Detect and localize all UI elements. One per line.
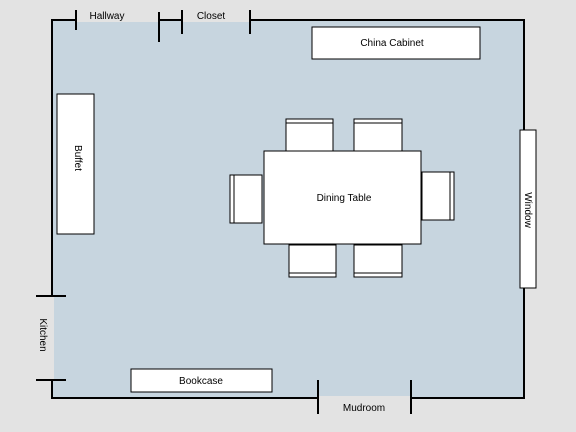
buffet-label: Buffet bbox=[72, 145, 83, 171]
chair-right bbox=[421, 171, 455, 221]
chair-bottom-left bbox=[288, 244, 337, 278]
door-openings bbox=[50, 18, 411, 400]
chair-bottom-right bbox=[353, 244, 403, 278]
bookcase-label: Bookcase bbox=[179, 376, 223, 387]
buffet bbox=[56, 93, 95, 235]
china-cabinet-label: China Cabinet bbox=[360, 38, 424, 49]
chair-left bbox=[229, 174, 263, 224]
dining-table bbox=[263, 150, 422, 245]
chairs bbox=[229, 118, 455, 278]
kitchen-label: Kitchen bbox=[37, 318, 48, 351]
chair-top-left bbox=[285, 118, 334, 153]
closet-label: Closet bbox=[197, 11, 226, 22]
mudroom-label: Mudroom bbox=[343, 403, 385, 414]
window-label: Window bbox=[522, 192, 533, 228]
dining-table-label: Dining Table bbox=[317, 193, 372, 204]
hallway-label: Hallway bbox=[89, 11, 124, 22]
china-cabinet bbox=[311, 26, 481, 60]
window bbox=[519, 129, 537, 289]
chair-top-right bbox=[353, 118, 403, 153]
bookcase bbox=[130, 368, 273, 393]
door-jambs bbox=[36, 10, 412, 414]
